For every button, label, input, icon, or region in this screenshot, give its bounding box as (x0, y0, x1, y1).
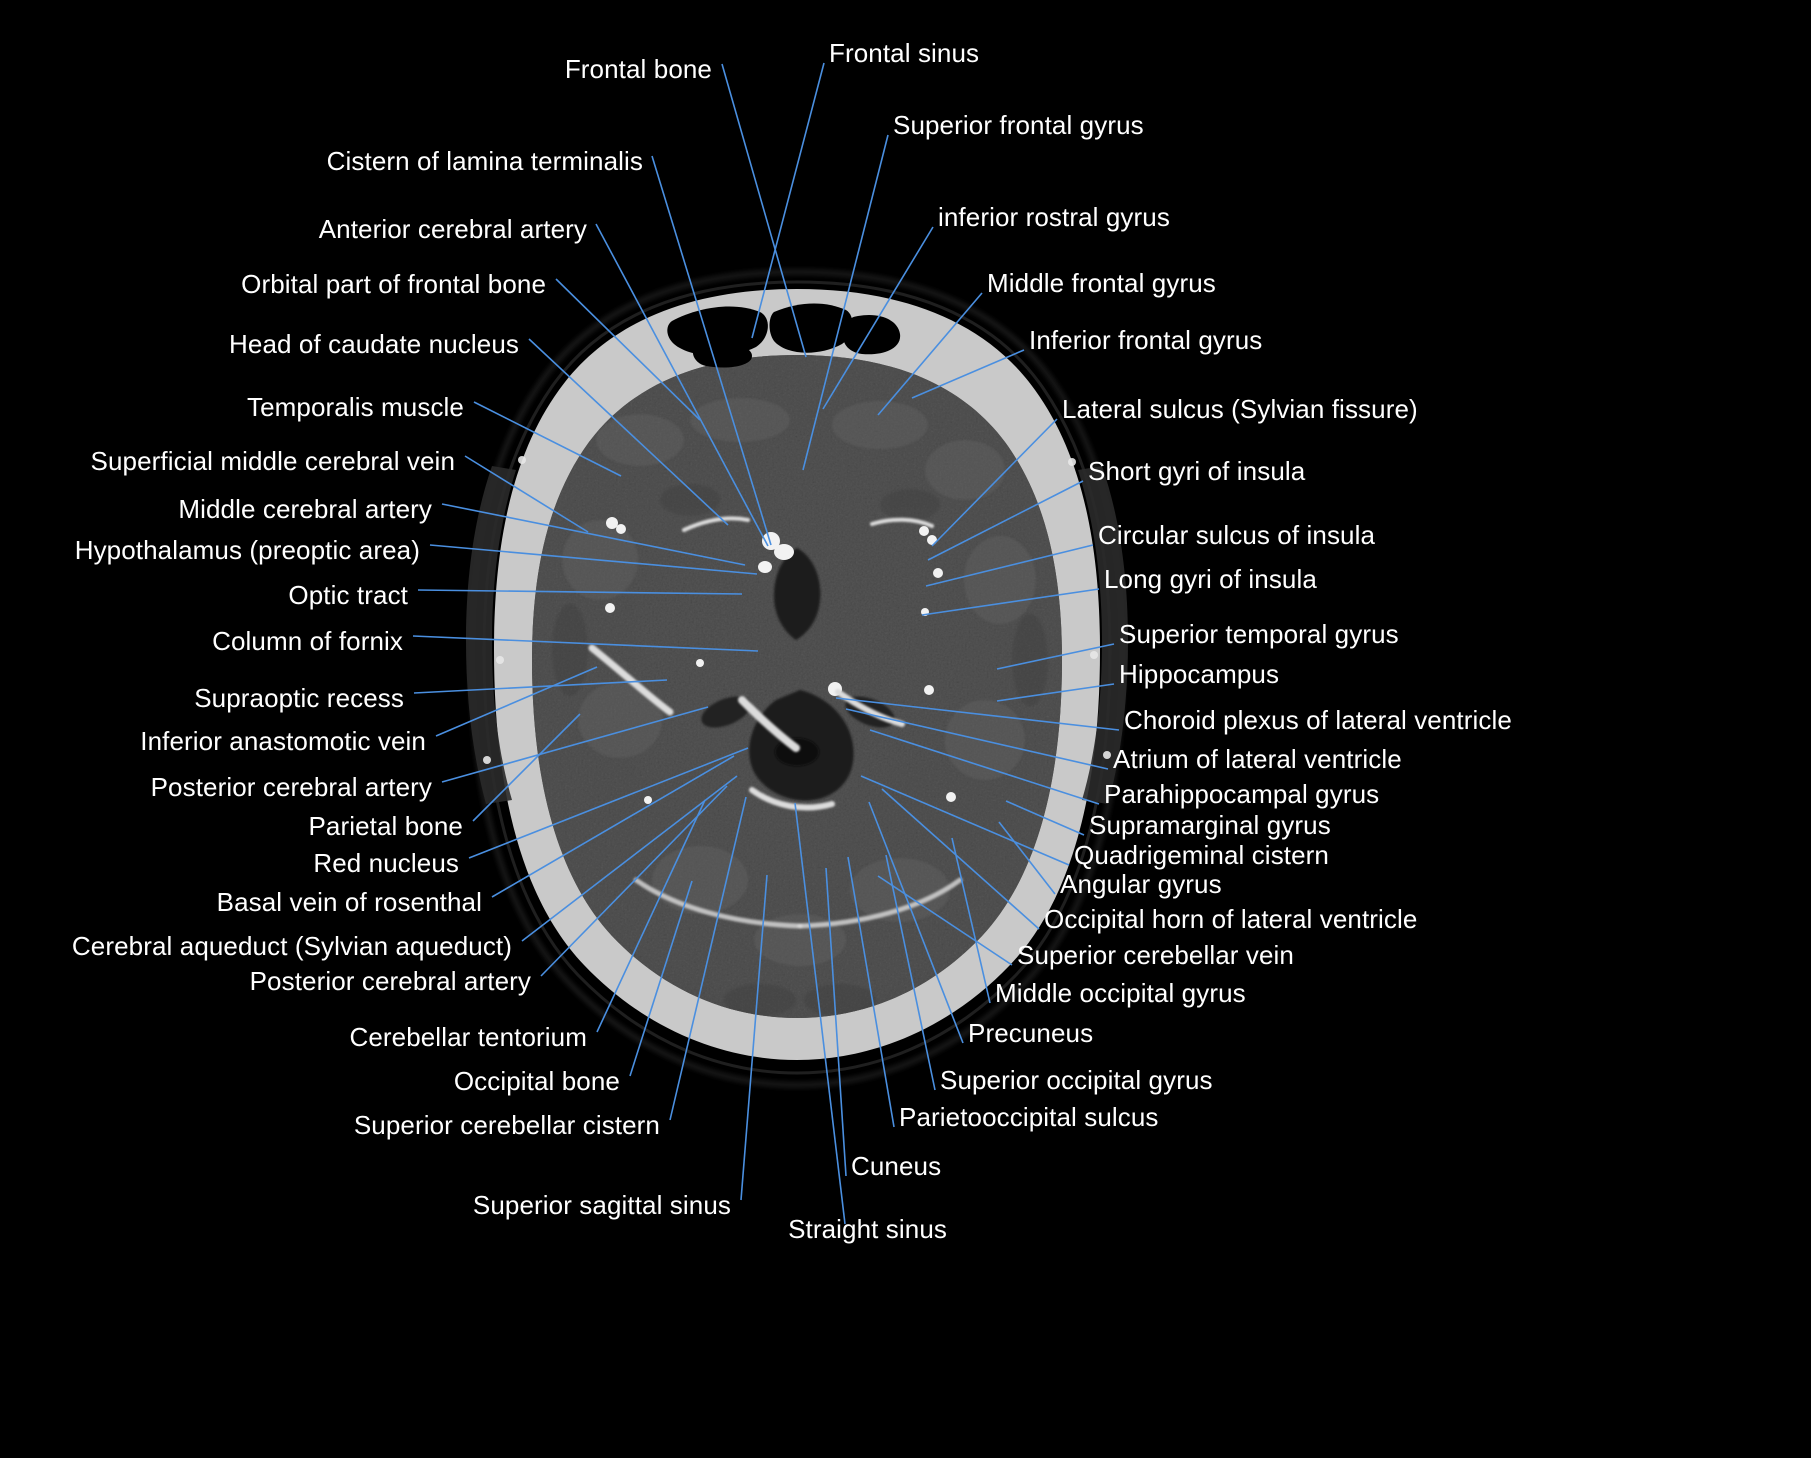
annotation-label-superior-cerebellar-cistern: Superior cerebellar cistern (353, 1110, 660, 1140)
annotation-label-cistern-of-lamina-terminalis: Cistern of lamina terminalis (326, 146, 643, 176)
annotation-label-middle-cerebral-artery: Middle cerebral artery (178, 494, 432, 524)
annotation-label-superior-occipital-gyrus: Superior occipital gyrus (940, 1065, 1213, 1095)
annotation-label-atrium-of-lateral-ventricle: Atrium of lateral ventricle (1113, 744, 1402, 774)
annotation-label-superior-sagittal-sinus: Superior sagittal sinus (472, 1190, 731, 1220)
annotation-label-lateral-sulcus-sylvian-fissure: Lateral sulcus (Sylvian fissure) (1062, 394, 1418, 424)
annotation-label-superior-temporal-gyrus: Superior temporal gyrus (1119, 619, 1399, 649)
suprasellar-cistern (774, 548, 821, 640)
annotation-label-superficial-middle-cerebral-vein: Superficial middle cerebral vein (90, 446, 455, 476)
annotation-label-hypothalamus-preoptic-area: Hypothalamus (preoptic area) (74, 535, 420, 565)
annotation-label-orbital-part-of-frontal-bone: Orbital part of frontal bone (241, 269, 546, 299)
annotation-label-long-gyri-of-insula: Long gyri of insula (1104, 564, 1317, 594)
annotation-label-temporalis-muscle: Temporalis muscle (247, 392, 464, 422)
annotation-label-angular-gyrus: Angular gyrus (1060, 869, 1222, 899)
annotation-label-inferior-anastomotic-vein: Inferior anastomotic vein (140, 726, 426, 756)
annotation-label-cerebellar-tentorium: Cerebellar tentorium (349, 1022, 587, 1052)
annotation-label-superior-frontal-gyrus: Superior frontal gyrus (893, 110, 1144, 140)
annotation-label-precuneus: Precuneus (968, 1018, 1094, 1048)
annotation-label-anterior-cerebral-artery: Anterior cerebral artery (318, 214, 587, 244)
annotation-label-occipital-horn-of-lateral-ventricle: Occipital horn of lateral ventricle (1044, 904, 1418, 934)
annotation-label-straight-sinus: Straight sinus (788, 1214, 947, 1244)
annotation-label-middle-frontal-gyrus: Middle frontal gyrus (987, 268, 1216, 298)
annotation-label-inferior-rostral-gyrus: inferior rostral gyrus (938, 202, 1170, 232)
annotation-label-occipital-bone: Occipital bone (453, 1066, 620, 1096)
annotation-label-posterior-cerebral-artery: Posterior cerebral artery (249, 966, 531, 996)
annotation-label-parietooccipital-sulcus: Parietooccipital sulcus (899, 1102, 1159, 1132)
annotation-label-inferior-frontal-gyrus: Inferior frontal gyrus (1029, 325, 1263, 355)
annotation-label-supramarginal-gyrus: Supramarginal gyrus (1089, 810, 1331, 840)
annotation-label-quadrigeminal-cistern: Quadrigeminal cistern (1074, 840, 1329, 870)
annotation-label-parietal-bone: Parietal bone (308, 811, 463, 841)
annotation-label-basal-vein-of-rosenthal: Basal vein of rosenthal (216, 887, 482, 917)
annotation-label-cuneus: Cuneus (851, 1151, 942, 1181)
annotation-label-optic-tract: Optic tract (288, 580, 408, 610)
annotation-label-parahippocampal-gyrus: Parahippocampal gyrus (1104, 779, 1380, 809)
annotation-label-cerebral-aqueduct-sylvian-aqueduct: Cerebral aqueduct (Sylvian aqueduct) (71, 931, 512, 961)
annotation-label-frontal-sinus: Frontal sinus (829, 38, 980, 68)
annotation-label-frontal-bone: Frontal bone (564, 54, 712, 84)
annotation-label-choroid-plexus-of-lateral-ventricle: Choroid plexus of lateral ventricle (1124, 705, 1512, 735)
annotation-label-hippocampus: Hippocampus (1119, 659, 1280, 689)
annotation-label-head-of-caudate-nucleus: Head of caudate nucleus (229, 329, 519, 359)
annotation-label-red-nucleus: Red nucleus (313, 848, 459, 878)
annotation-label-column-of-fornix: Column of fornix (212, 626, 403, 656)
annotation-label-short-gyri-of-insula: Short gyri of insula (1088, 456, 1306, 486)
annotation-label-supraoptic-recess: Supraoptic recess (194, 683, 404, 713)
annotation-label-posterior-cerebral-artery: Posterior cerebral artery (150, 772, 432, 802)
annotation-label-middle-occipital-gyrus: Middle occipital gyrus (995, 978, 1246, 1008)
annotation-label-circular-sulcus-of-insula: Circular sulcus of insula (1098, 520, 1376, 550)
annotation-label-superior-cerebellar-vein: Superior cerebellar vein (1017, 940, 1294, 970)
